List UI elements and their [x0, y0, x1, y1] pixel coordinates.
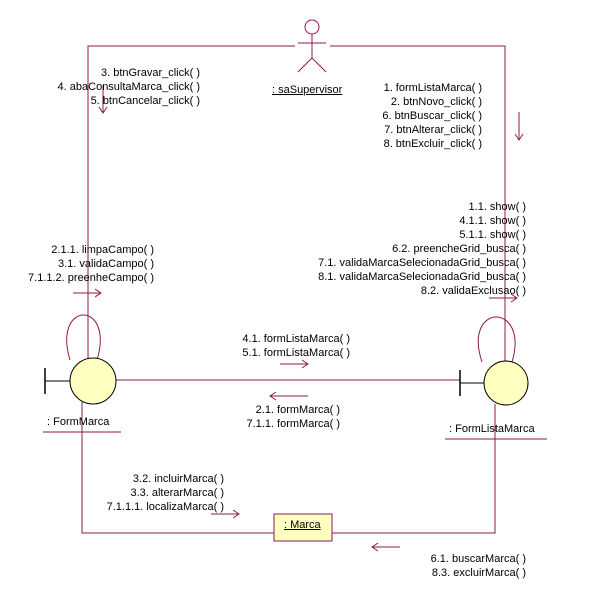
message-label: 5.1.1. show( ) — [459, 229, 526, 241]
message-label: 6.1. buscarMarca( ) — [430, 553, 526, 565]
message-label: 8.2. validaExclusao( ) — [420, 285, 526, 297]
formlista-self-loop — [477, 316, 516, 363]
link-actor-formlista — [330, 45, 506, 362]
actor-name: : saSupervisor — [272, 84, 343, 96]
actor-left-leg — [297, 57, 313, 73]
msgs-formmarca-self: 2.1.1. limpaCampo( ) 3.1. validaCampo( )… — [4, 243, 154, 285]
message-label: 6.2. preencheGrid_busca( ) — [392, 243, 526, 255]
msgs-formmarca-to-lista: 4.1. formListaMarca( ) 5.1. formListaMar… — [210, 332, 350, 360]
actor-head — [304, 19, 320, 35]
link-formmarca-marca — [81, 402, 274, 534]
message-label: 7.1.1.2. preenheCampo( ) — [28, 272, 154, 284]
msgs-actor-formlista: 1. formListaMarca( ) 2. btnNovo_click( )… — [340, 81, 482, 151]
msgs-actor-formmarca: 3. btnGravar_click( ) 4. abaConsultaMarc… — [30, 66, 200, 108]
msgs-formmarca-to-marca: 3.2. incluirMarca( ) 3.3. alterarMarca( … — [80, 472, 224, 514]
message-label: 3.1. validaCampo( ) — [58, 258, 154, 270]
msgs-lista-to-marca: 6.1. buscarMarca( ) 8.3. excluirMarca( ) — [400, 552, 526, 580]
marca-name: : Marca — [284, 519, 321, 531]
formlista-name: : FormListaMarca — [449, 423, 535, 435]
msgs-formlista-self: 1.1. show( ) 4.1.1. show( ) 5.1.1. show(… — [290, 200, 526, 298]
actor-right-leg — [311, 57, 327, 73]
message-label: 8.1. validaMarcaSelecionadaGrid_busca( ) — [318, 271, 526, 283]
message-label: 2.1. formMarca( ) — [255, 404, 340, 416]
formmarca-boundary-icon — [44, 357, 117, 405]
message-label: 4.1.1. show( ) — [459, 215, 526, 227]
message-label: 3. btnGravar_click( ) — [100, 67, 200, 79]
formmarca-self-loop — [66, 314, 101, 361]
message-label: 2. btnNovo_click( ) — [390, 96, 482, 108]
message-label: 7. btnAlterar_click( ) — [384, 124, 482, 136]
msgs-lista-to-formmarca: 2.1. formMarca( ) 7.1.1. formMarca( ) — [210, 403, 340, 431]
message-label: 3.3. alterarMarca( ) — [130, 487, 224, 499]
message-label: 1. formListaMarca( ) — [383, 82, 482, 94]
link-actor-formmarca — [87, 45, 295, 358]
message-label: 8. btnExcluir_click( ) — [383, 138, 482, 150]
formlista-boundary-icon — [459, 360, 529, 406]
message-arrows — [73, 85, 524, 552]
message-label: 4.1. formListaMarca( ) — [242, 333, 350, 345]
message-label: 1.1. show( ) — [468, 201, 526, 213]
message-label: 3.2. incluirMarca( ) — [132, 473, 224, 485]
message-label: 7.1.1.1. localizaMarca( ) — [106, 501, 224, 513]
message-label: 7.1.1. formMarca( ) — [246, 418, 340, 430]
message-label: 2.1.1. limpaCampo( ) — [51, 244, 154, 256]
message-label: 8.3. excluirMarca( ) — [431, 567, 526, 579]
message-label: 4. abaConsultaMarca_click( ) — [57, 81, 200, 93]
message-label: 5. btnCancelar_click( ) — [90, 95, 200, 107]
actor-figure — [297, 19, 327, 73]
message-label: 6. btnBuscar_click( ) — [382, 110, 482, 122]
formmarca-name: : FormMarca — [47, 416, 110, 428]
marca-box — [273, 513, 333, 542]
message-label: 5.1. formListaMarca( ) — [242, 347, 350, 359]
message-label: 7.1. validaMarcaSelecionadaGrid_busca( ) — [318, 257, 526, 269]
link-formlista-marca — [332, 404, 496, 534]
